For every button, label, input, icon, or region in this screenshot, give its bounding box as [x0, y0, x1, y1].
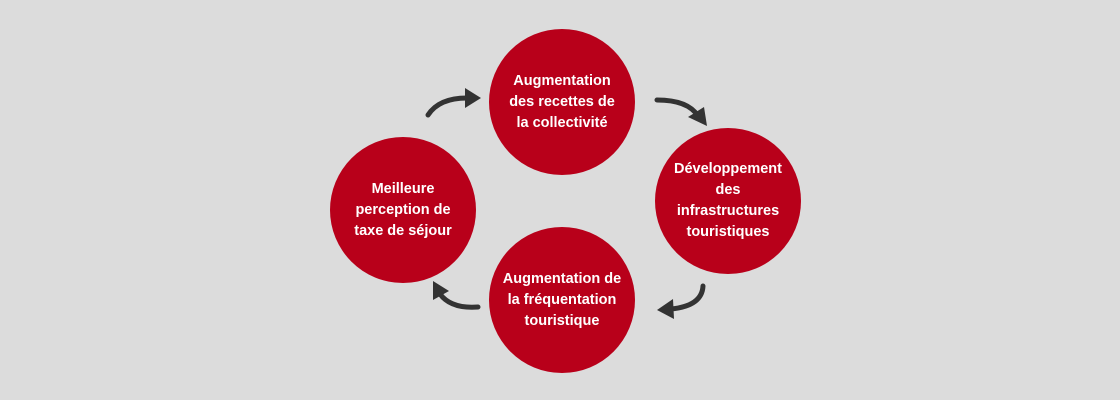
node-meilleure-perception: Meilleure perception de taxe de séjour: [330, 137, 476, 283]
node-label: Augmentation de la fréquentation tourist…: [502, 270, 622, 329]
node-label: Développement des infrastructures touris…: [674, 161, 782, 240]
node-augmentation-recettes: Augmentation des recettes de la collecti…: [489, 29, 635, 175]
node-label: Meilleure perception de taxe de séjour: [354, 180, 452, 239]
node-label: Augmentation des recettes de la collecti…: [509, 72, 615, 131]
node-augmentation-frequentation: Augmentation de la fréquentation tourist…: [489, 227, 635, 373]
node-developpement-infrastructures: Développement des infrastructures touris…: [655, 128, 801, 274]
